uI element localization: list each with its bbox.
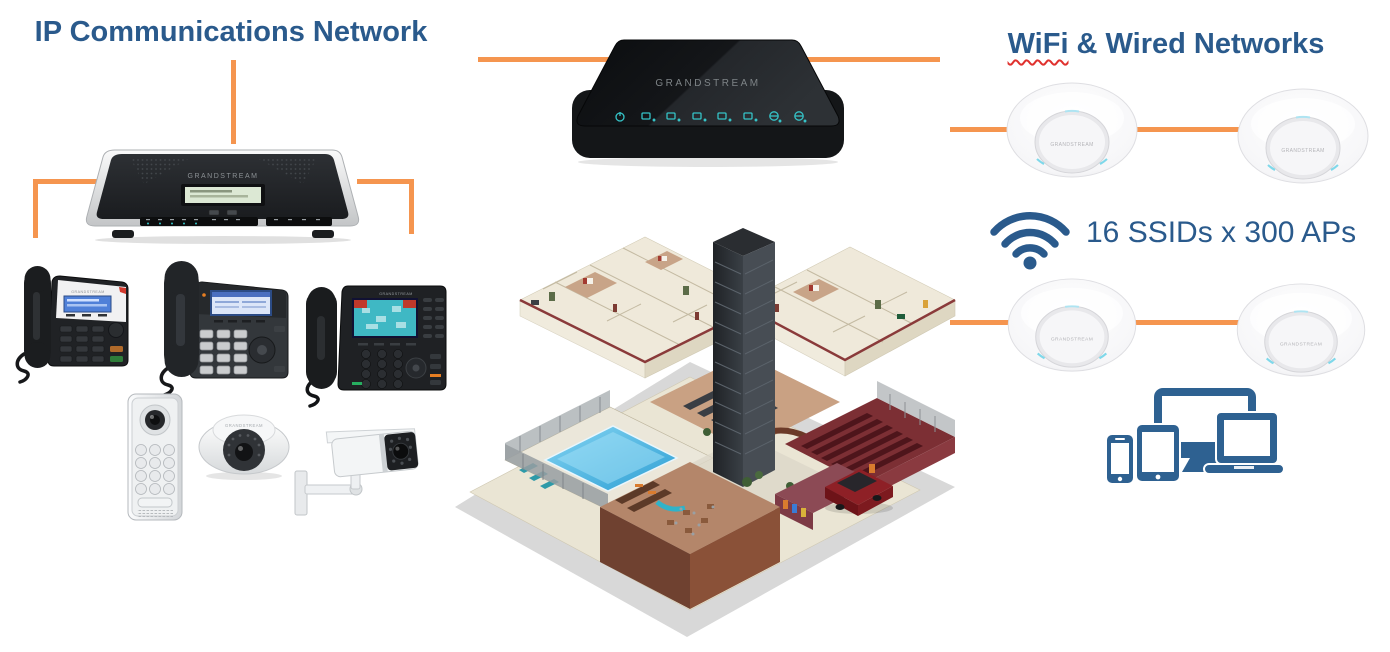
wifi-icon xyxy=(990,212,1070,270)
connector-pbx-right-h xyxy=(357,179,414,184)
phone-keypad xyxy=(59,325,105,363)
bullet-camera-image xyxy=(294,428,419,516)
ap-brand-label: GRANDSTREAM xyxy=(1281,148,1324,154)
ip-phone-mid-image xyxy=(159,261,289,397)
connector-ap-row2 xyxy=(950,320,1345,325)
lan4-led-icon xyxy=(717,112,732,122)
router-image: GRANDSTREAM xyxy=(572,39,844,167)
dome-camera-image: GRANDSTREAM xyxy=(198,414,290,480)
right-section-title: WiFi& Wired Networks xyxy=(966,28,1366,61)
phone-brand-label: GRANDSTREAM xyxy=(71,290,104,294)
upper-floor-left-wing xyxy=(519,236,771,379)
camera-brand-label: GRANDSTREAM xyxy=(225,423,263,428)
smartphone-icon xyxy=(1105,433,1135,485)
laptop-icon xyxy=(1203,411,1285,475)
phone-message-led xyxy=(202,293,206,297)
intercom-keypad xyxy=(135,444,175,495)
intercom-speaker xyxy=(137,510,173,517)
door-intercom-image xyxy=(127,393,183,521)
wan1-led-icon xyxy=(769,111,782,123)
lan2-led-icon xyxy=(666,112,681,122)
phone-cord xyxy=(159,366,174,397)
phone-keypad xyxy=(361,349,403,389)
camera-lens xyxy=(392,442,410,460)
phone-lcd xyxy=(212,292,270,314)
router-led-row xyxy=(615,111,807,123)
ssid-capacity-label: 16 SSIDs x 300 APs xyxy=(1086,216,1357,249)
router-brand-label: GRANDSTREAM xyxy=(655,78,760,89)
connector-ap-row1 xyxy=(950,127,1350,132)
pbx-button xyxy=(226,209,238,216)
pbx-vent-left xyxy=(130,158,190,184)
client-devices-icon xyxy=(1105,388,1285,485)
ap-brand-label: GRANDSTREAM xyxy=(1280,342,1322,348)
ip-pbx-image: GRANDSTREAM xyxy=(85,149,360,244)
phone-cord xyxy=(15,352,30,384)
wifi-ap-image-1: GRANDSTREAM xyxy=(1006,82,1138,178)
phone-status-led xyxy=(119,287,126,294)
ap-brand-label: GRANDSTREAM xyxy=(1050,142,1093,148)
wifi-ap-image-4: GRANDSTREAM xyxy=(1236,283,1366,377)
upper-floor-right-wing xyxy=(739,246,956,377)
phone-brand-label: GRANDSTREAM xyxy=(379,292,412,296)
car-illustration xyxy=(825,469,893,516)
elevator-tower xyxy=(713,228,775,487)
ap-brand-label: GRANDSTREAM xyxy=(1051,337,1093,343)
phone-cord xyxy=(305,378,320,408)
building-floorplan-illustration xyxy=(455,228,956,637)
connector-pbx-left-h xyxy=(33,179,97,184)
connector-pbx-left-v xyxy=(33,179,38,238)
connector-title-to-pbx xyxy=(231,60,236,144)
phone-blf-keys xyxy=(423,298,444,338)
lan5-led-icon xyxy=(743,112,758,122)
wifi-ap-image-2: GRANDSTREAM xyxy=(1237,88,1369,184)
ip-phone-basic-image: GRANDSTREAM xyxy=(15,266,129,384)
tablet-icon xyxy=(1135,423,1181,483)
right-title-rest: & Wired Networks xyxy=(1076,28,1325,60)
pbx-brand-label: GRANDSTREAM xyxy=(188,173,259,180)
phone-keypad xyxy=(199,329,248,375)
connector-pbx-right-v xyxy=(409,179,414,234)
ip-phone-color-image: GRANDSTREAM xyxy=(305,285,447,408)
pbx-button xyxy=(208,209,220,216)
left-section-title: IP Communications Network xyxy=(34,16,428,48)
right-title-wifi-word: WiFi xyxy=(1007,28,1069,60)
wifi-ap-image-3: GRANDSTREAM xyxy=(1007,278,1137,372)
power-led-icon xyxy=(615,112,625,122)
camera-lens xyxy=(235,443,253,461)
lan3-led-icon xyxy=(692,112,707,122)
intercom-doorbell-button xyxy=(137,497,173,508)
lan1-led-icon xyxy=(641,112,656,122)
wan2-led-icon xyxy=(794,111,807,123)
pbx-vent-right xyxy=(257,158,317,184)
